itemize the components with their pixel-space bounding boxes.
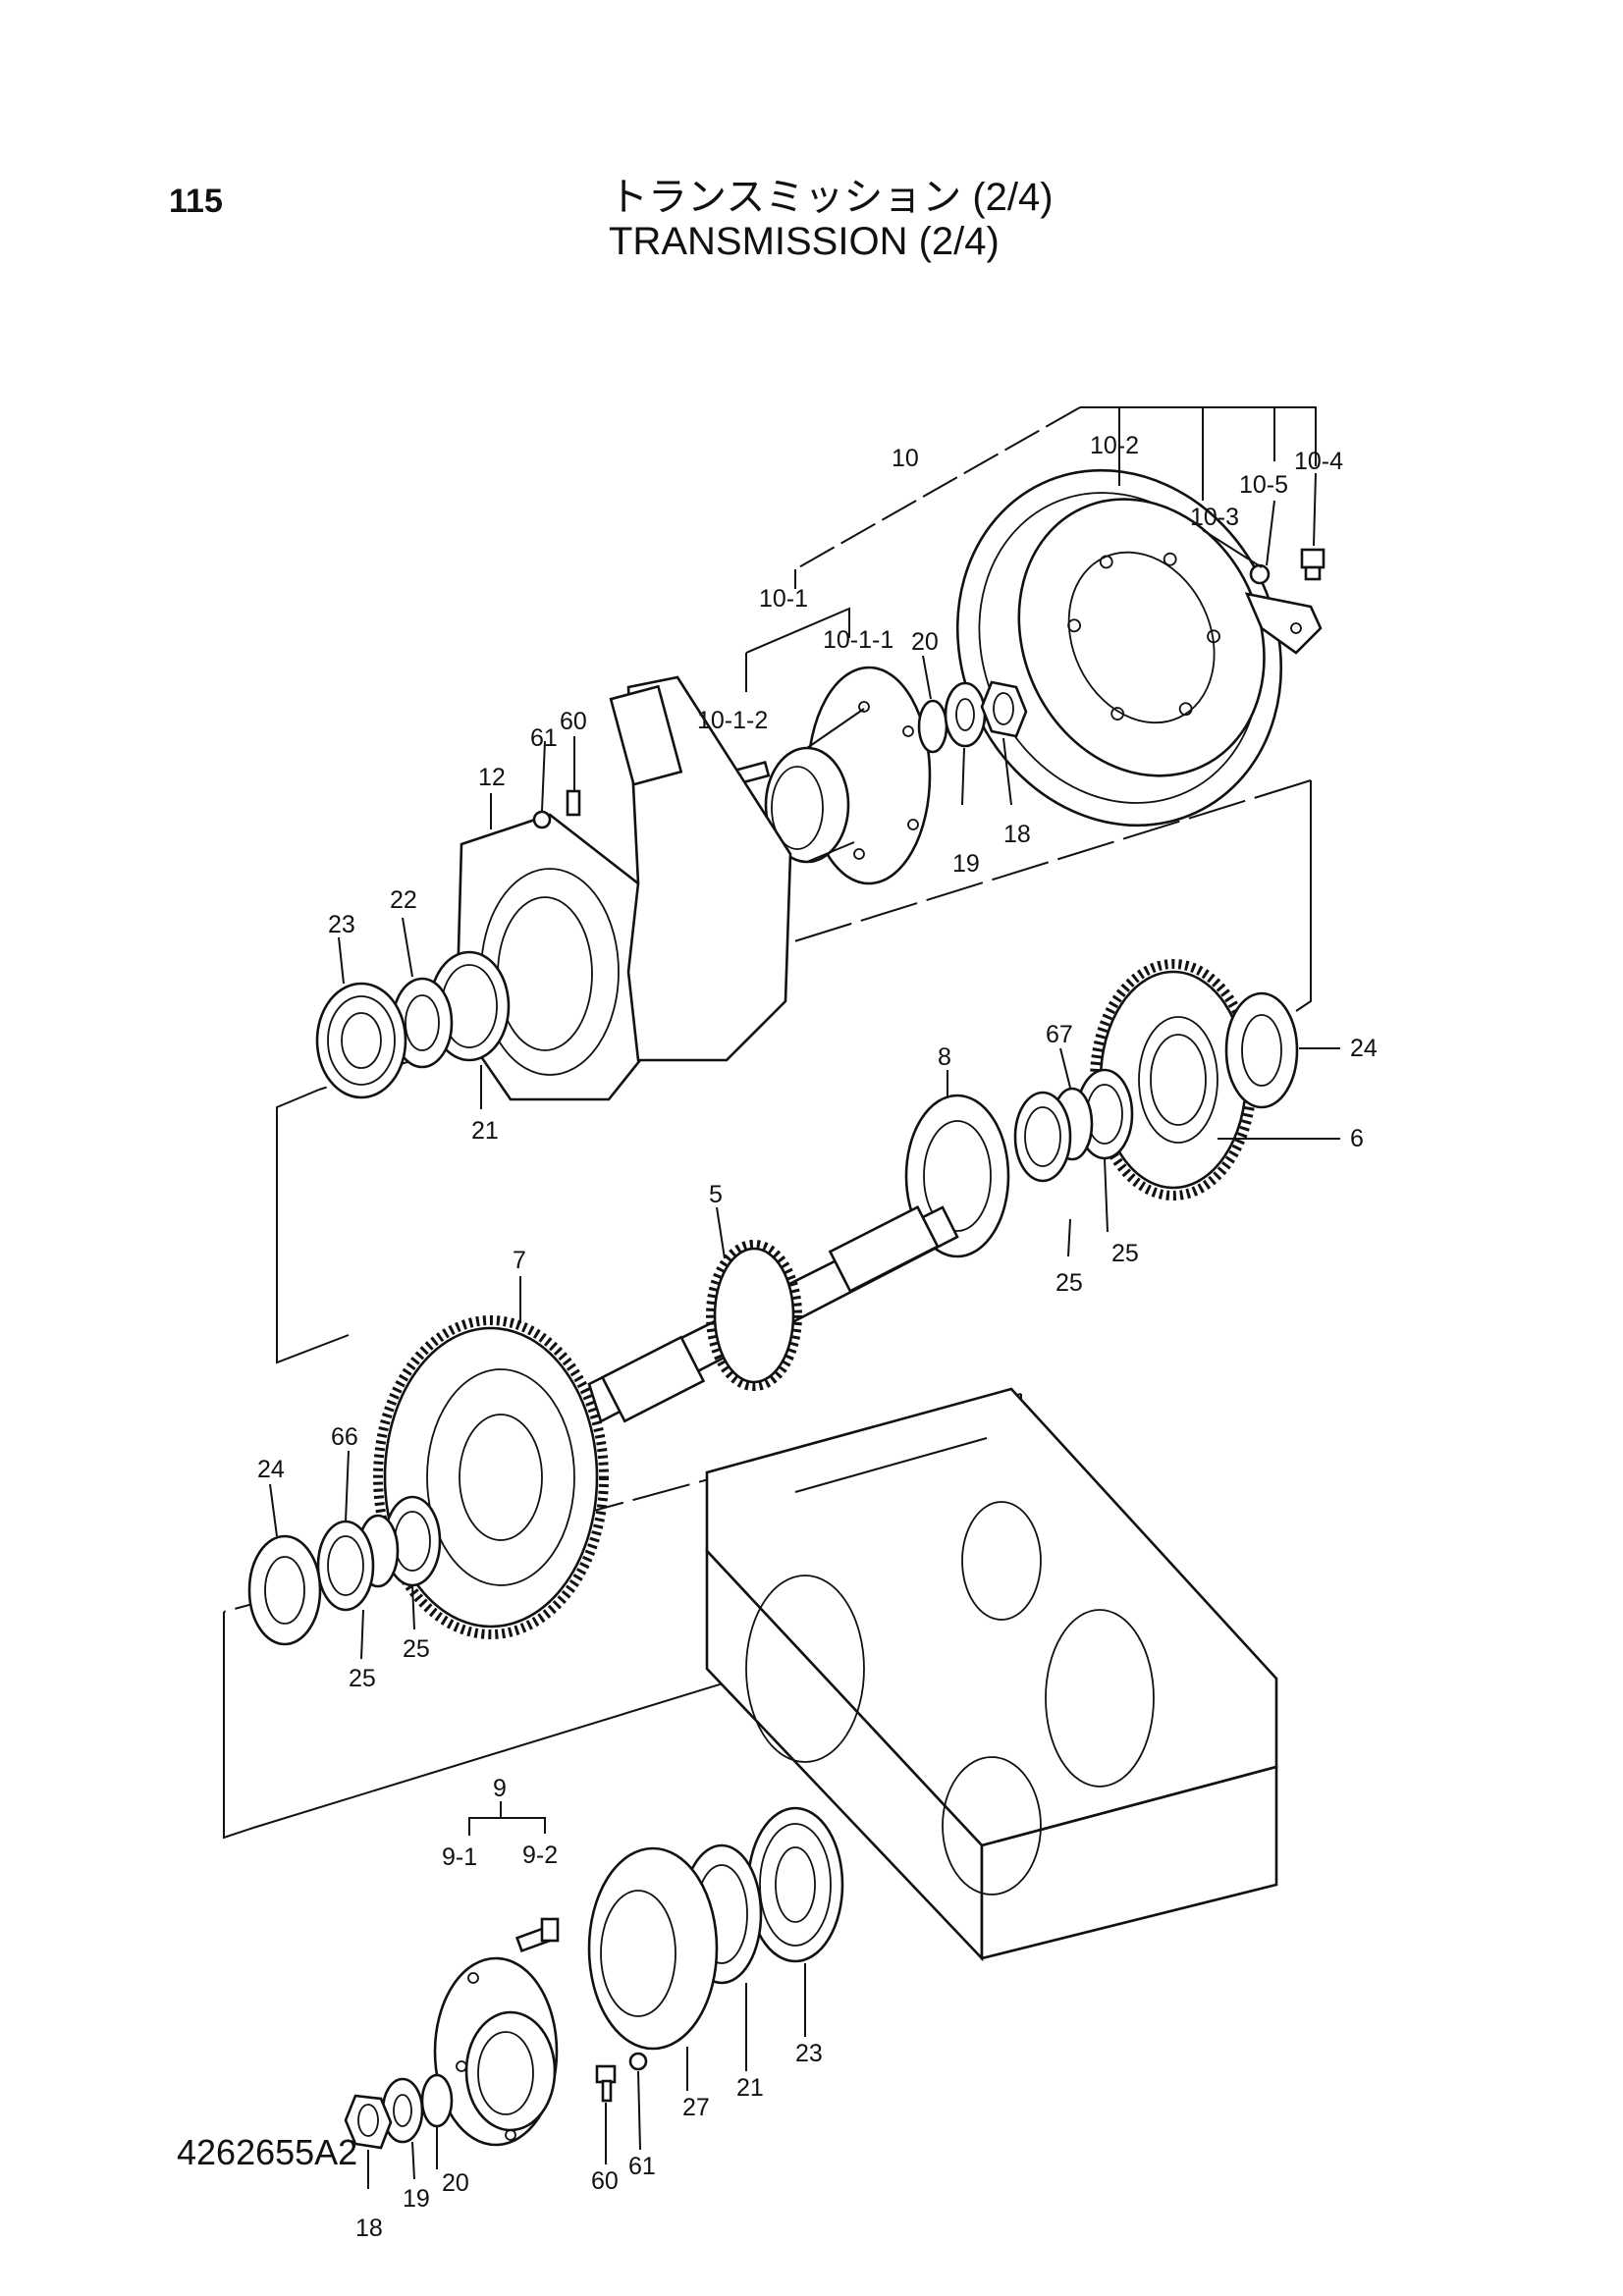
housing-part-12 <box>455 675 792 1101</box>
washer-part-61-upper <box>532 810 552 829</box>
callout-10-1: 10-1 <box>759 585 808 613</box>
drawing-code: 4262655A2 <box>177 2132 358 2172</box>
washer-part-19-upper <box>944 681 987 748</box>
flange-part-9-1 <box>433 1956 559 2147</box>
callout-25-b: 25 <box>1111 1240 1139 1267</box>
callout-9-1: 9-1 <box>442 1843 477 1871</box>
callout-61-upper: 61 <box>530 724 558 752</box>
callout-25-a: 25 <box>1055 1269 1083 1297</box>
callout-18-lower: 18 <box>355 2215 383 2242</box>
callout-10-2: 10-2 <box>1090 432 1139 459</box>
callout-19-upper: 19 <box>952 850 980 878</box>
nut-part-18-upper <box>980 680 1028 738</box>
callout-66: 66 <box>331 1423 358 1451</box>
callout-5: 5 <box>709 1181 723 1208</box>
bearing-part-23-lower <box>746 1806 844 1963</box>
callout-10-4: 10-4 <box>1294 448 1343 475</box>
spacer-part-24-upper <box>1224 991 1299 1109</box>
callout-8: 8 <box>938 1043 951 1071</box>
callout-19-lower: 19 <box>403 2185 430 2213</box>
callout-27: 27 <box>682 2094 710 2121</box>
callout-10-1-1: 10-1-1 <box>823 626 893 654</box>
bolt-part-9-2 <box>514 1917 560 1953</box>
callout-60-upper: 60 <box>560 708 587 735</box>
callout-21-lower: 21 <box>736 2074 764 2102</box>
callout-18-upper: 18 <box>1003 821 1031 848</box>
callout-10-5: 10-5 <box>1239 471 1288 499</box>
bolt-part-10-4 <box>1300 548 1325 581</box>
needle-bearing-part-25-lower-b <box>316 1520 375 1612</box>
washer-part-10-5 <box>1249 563 1271 585</box>
callout-23-lower: 23 <box>795 2040 823 2067</box>
leader-lines <box>269 459 1340 2189</box>
nut-part-18-lower <box>344 2094 393 2150</box>
callout-24-right: 24 <box>1350 1035 1378 1062</box>
callout-22: 22 <box>390 886 417 914</box>
callout-10-3: 10-3 <box>1190 504 1239 531</box>
callout-20-upper: 20 <box>911 628 939 656</box>
spacer-part-24-lower <box>247 1534 322 1646</box>
callout-67: 67 <box>1046 1021 1073 1048</box>
callout-12: 12 <box>478 764 506 791</box>
page-number: 115 <box>169 183 223 220</box>
callout-20-lower: 20 <box>442 2169 469 2197</box>
shaft-part-5 <box>587 1204 959 1423</box>
flange-part-10-1-1 <box>764 666 932 885</box>
needle-bearing-part-25-left <box>1013 1091 1072 1183</box>
callout-21-upper: 21 <box>471 1117 499 1145</box>
page-title-japanese: トランスミッション (2/4) <box>609 176 1054 219</box>
cover-part-27 <box>587 1846 719 2051</box>
washer-part-20-lower <box>420 2073 454 2128</box>
callout-10: 10 <box>892 445 919 472</box>
callout-10-1-2: 10-1-2 <box>697 707 768 734</box>
washer-part-61-lower <box>628 2052 648 2071</box>
callout-9-2: 9-2 <box>522 1842 558 1869</box>
callout-60-lower: 60 <box>591 2167 619 2195</box>
callout-61-lower: 61 <box>628 2153 656 2180</box>
callout-24-left: 24 <box>257 1456 285 1483</box>
callout-25-c: 25 <box>349 1665 376 1692</box>
bolt-part-60-lower <box>595 2064 617 2103</box>
bearing-part-23-upper <box>315 982 407 1099</box>
page-title-english: TRANSMISSION (2/4) <box>609 220 1000 263</box>
part-callouts: 10 10-1 10-1-1 10-1-2 10-2 10-3 10-4 10-… <box>257 432 1378 2242</box>
lever-plate-part-10-3 <box>1244 592 1323 655</box>
callout-25-d: 25 <box>403 1635 430 1663</box>
washer-part-19-lower <box>381 2077 424 2144</box>
callout-23-upper: 23 <box>328 911 355 938</box>
bolt-part-60-upper <box>566 789 581 817</box>
callout-9: 9 <box>493 1775 507 1802</box>
transmission-case <box>705 1387 1278 1962</box>
washer-part-20-upper <box>917 699 948 754</box>
callout-7: 7 <box>513 1247 526 1274</box>
callout-6: 6 <box>1350 1125 1364 1152</box>
